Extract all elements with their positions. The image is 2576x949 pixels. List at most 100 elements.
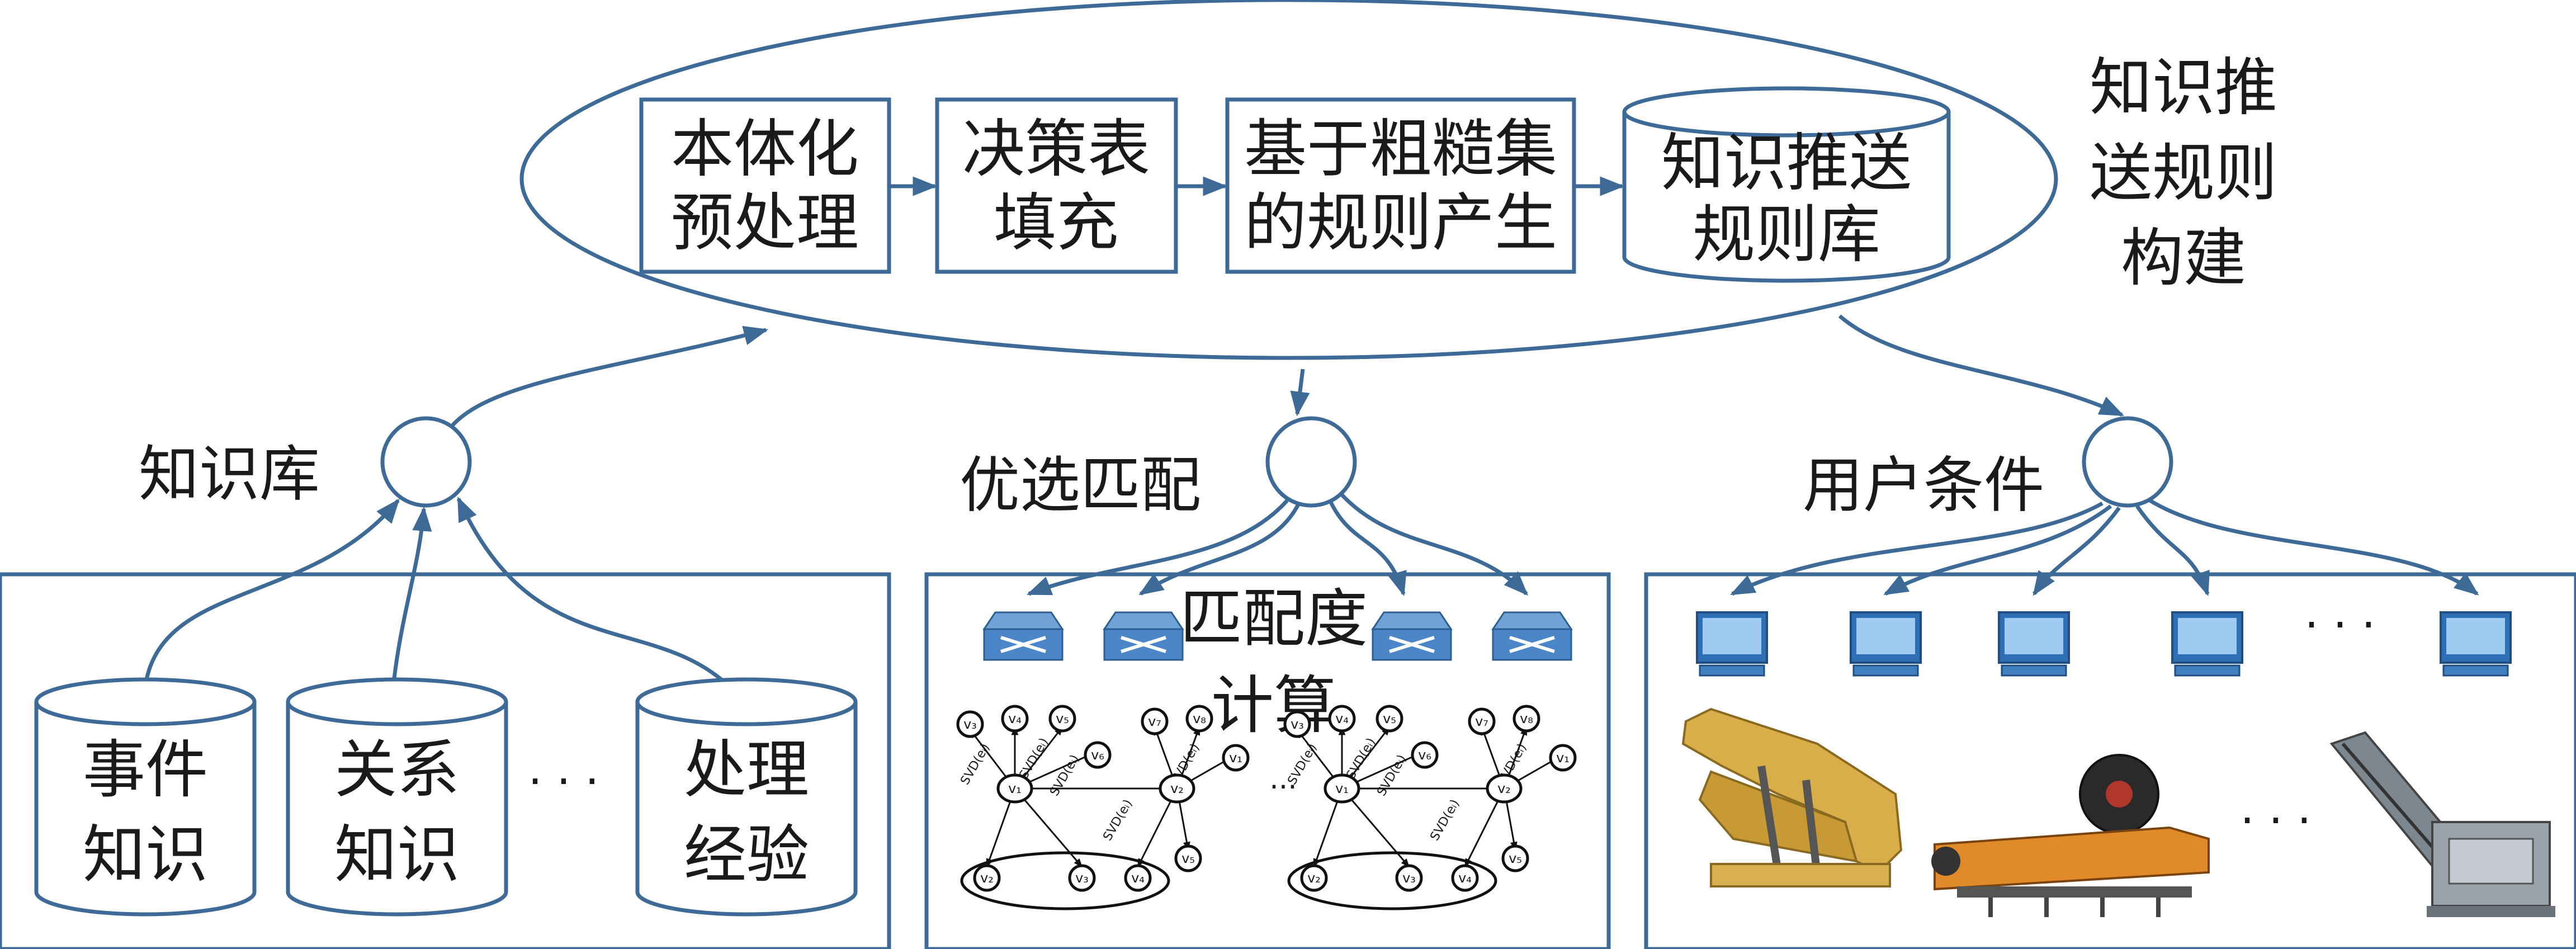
rule-base-cylinder: 知识推送 规则库 — [1622, 86, 1951, 283]
arrow-to-pc-2 — [1883, 504, 2112, 596]
svg-text:SVD(eᵢ): SVD(eᵢ) — [1428, 797, 1462, 843]
svg-text:的规则产生: 的规则产生 — [1244, 187, 1557, 259]
conveyor-image — [2329, 731, 2555, 917]
store-relation-knowledge: 关系 知识 — [286, 677, 508, 917]
svg-text:v₆: v₆ — [1418, 747, 1431, 763]
arrow-relation-to-junction — [392, 506, 432, 679]
computer-icon — [1696, 611, 1768, 677]
svg-text:v₃: v₃ — [1291, 716, 1304, 732]
junction-knowledge — [380, 416, 472, 508]
router-icon — [1491, 611, 1573, 661]
computer-icon — [1850, 611, 1922, 677]
hydraulic-support-image — [1681, 707, 1903, 887]
arrow-to-router-4 — [1340, 493, 1529, 596]
svg-text:v₇: v₇ — [1148, 714, 1161, 729]
svg-text:v₄: v₄ — [1131, 870, 1145, 886]
svg-text:规则库: 规则库 — [1693, 199, 1880, 271]
svg-text:v₄: v₄ — [1335, 711, 1349, 726]
arrow-to-pc-5 — [2149, 499, 2479, 596]
arrow-to-router-2 — [1138, 503, 1301, 596]
svg-text:v₇: v₇ — [1475, 714, 1488, 729]
process-ellipse — [519, 0, 2058, 360]
arrow-process-to-user — [1838, 314, 2124, 417]
computers-ellipsis: · · · — [2304, 599, 2375, 651]
svg-text:v₁: v₁ — [1229, 750, 1242, 766]
router-icon — [1371, 611, 1453, 661]
matching-panel — [924, 572, 1611, 949]
match-degree-line1: 匹配度 — [1180, 583, 1368, 655]
router-icon — [982, 611, 1064, 661]
junction-matching — [1265, 416, 1357, 508]
svg-text:处理: 处理 — [684, 734, 809, 806]
svg-text:构建: 构建 — [2121, 222, 2246, 295]
process-title: 知识推 送规则 构建 — [2090, 51, 2277, 295]
svg-text:v₂: v₂ — [1307, 870, 1321, 886]
arrow-event-to-junction — [144, 498, 400, 680]
svg-text:知识推送: 知识推送 — [1661, 127, 1912, 200]
svg-text:SVD(eᵢ): SVD(eᵢ) — [1374, 753, 1409, 799]
stores-ellipsis: · · · — [528, 756, 599, 808]
arrow-to-pc-4 — [2135, 505, 2210, 597]
step-rough-set-rules: 基于粗糙集 的规则产生 — [1225, 97, 1576, 274]
arrow-to-router-3 — [1329, 501, 1407, 597]
svg-text:v₂: v₂ — [980, 870, 994, 886]
svg-text:v₃: v₃ — [963, 716, 977, 732]
svg-text:预处理: 预处理 — [671, 187, 859, 259]
step-ontology-preprocess: 本体化 预处理 — [639, 97, 891, 274]
shearer-image — [1931, 754, 2210, 917]
svg-text:v₂: v₂ — [1497, 781, 1511, 796]
machines-ellipsis: · · · — [2240, 795, 2311, 847]
user-condition-label: 用户条件 — [1803, 451, 2044, 521]
computer-icon — [1998, 611, 2070, 677]
svg-text:v₂: v₂ — [1170, 781, 1184, 796]
step-decision-table: 决策表 填充 — [935, 97, 1178, 274]
svg-text:知识: 知识 — [334, 819, 460, 891]
svg-text:v₈: v₈ — [1520, 711, 1533, 726]
computer-icon — [2171, 611, 2243, 677]
computer-row — [1696, 611, 2512, 677]
svg-text:知识推: 知识推 — [2090, 51, 2277, 124]
svg-text:决策表: 决策表 — [962, 113, 1150, 186]
svg-text:v₁: v₁ — [1556, 750, 1570, 766]
arrow-to-router-1 — [1026, 499, 1289, 596]
svg-text:关系: 关系 — [334, 734, 460, 806]
svg-text:基于粗糙集: 基于粗糙集 — [1244, 113, 1557, 186]
svg-text:v₄: v₄ — [1008, 711, 1022, 726]
svg-text:填充: 填充 — [994, 187, 1119, 259]
svg-text:知识: 知识 — [83, 819, 208, 891]
svg-text:送规则: 送规则 — [2090, 137, 2277, 210]
router-row — [982, 611, 1573, 661]
store-event-knowledge: 事件 知识 — [34, 677, 257, 917]
store-handling-experience: 处理 经验 — [635, 677, 858, 917]
svg-text:v₄: v₄ — [1458, 870, 1472, 886]
arrow-knowledge-to-process — [450, 325, 769, 428]
svg-text:v₁: v₁ — [1008, 781, 1022, 796]
arrow-experience-to-junction — [456, 496, 723, 681]
svg-text:v₅: v₅ — [1509, 851, 1522, 866]
knowledge-panel — [0, 572, 891, 949]
svg-text:v₈: v₈ — [1193, 711, 1206, 726]
svg-text:SVD(eᵢ): SVD(eᵢ) — [1100, 797, 1135, 843]
graphs-ellipsis: ··· — [1269, 771, 1297, 804]
computer-icon — [2440, 611, 2512, 677]
match-degree-line2: 计算 — [1211, 669, 1336, 742]
svg-text:v₅: v₅ — [1056, 711, 1069, 726]
svg-text:v₆: v₆ — [1091, 747, 1104, 763]
svg-text:v₃: v₃ — [1402, 870, 1416, 886]
arrow-process-to-matching — [1290, 369, 1310, 417]
user-panel — [1644, 572, 2576, 949]
arrow-to-pc-3 — [2033, 506, 2121, 596]
arrow-to-pc-1 — [1730, 501, 2104, 596]
svg-text:v₅: v₅ — [1181, 851, 1195, 866]
svg-text:SVD(eᵢ): SVD(eᵢ) — [958, 742, 992, 787]
knowledge-base-label: 知识库 — [139, 440, 320, 509]
svg-text:v₁: v₁ — [1335, 781, 1349, 796]
svg-text:SVD(eᵢ): SVD(eᵢ) — [1047, 753, 1082, 799]
matching-label: 优选匹配 — [959, 451, 1201, 521]
svg-text:本体化: 本体化 — [671, 113, 859, 186]
svg-text:经验: 经验 — [684, 819, 809, 891]
svg-text:事件: 事件 — [83, 734, 208, 806]
svg-text:v₅: v₅ — [1383, 711, 1396, 726]
junction-user — [2082, 416, 2173, 508]
